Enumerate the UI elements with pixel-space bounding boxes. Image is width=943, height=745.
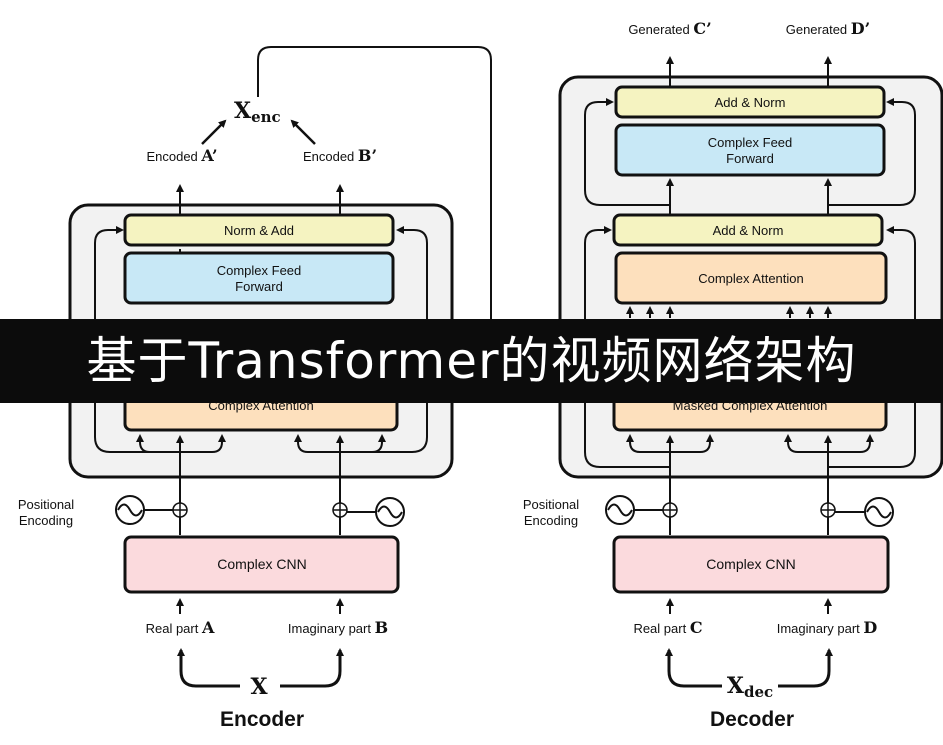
- decoder-pos-line2: Encoding: [524, 513, 578, 528]
- decoder-ff-line1: Complex Feed: [708, 135, 793, 150]
- encoder-x-label: X: [250, 674, 268, 700]
- decoder-attn-skip-right-b: [828, 434, 874, 453]
- encoder-attn-skip-left: [136, 434, 180, 453]
- decoder-residual-left-upper: [584, 98, 670, 206]
- encoder-output-b: Encoded B’: [303, 146, 377, 165]
- encoder-ff-line1: Complex Feed: [217, 263, 302, 278]
- decoder-wave-icon-d: [864, 497, 894, 527]
- decoder-attn-skip-right: [670, 434, 714, 453]
- decoder-input-d: Imaginary part D: [777, 618, 878, 637]
- encoder-to-decoder-connection: [257, 46, 492, 320]
- decoder-add-norm-top-box: [614, 85, 886, 119]
- encoder-attn-skip-right: [180, 434, 226, 453]
- encoder-wave-icon-a: [115, 495, 145, 525]
- decoder-cnn-label: Complex CNN: [706, 556, 795, 572]
- title-banner: 基于Transformer的视频网络架构: [0, 319, 943, 403]
- decoder-output-d: Generated D’: [786, 19, 871, 38]
- encoder-norm-add-label: Norm & Add: [224, 223, 294, 238]
- encoder-cnn-box: [123, 535, 400, 594]
- encoder-feed-forward-box: [123, 251, 395, 305]
- decoder-add-norm-top-label: Add & Norm: [715, 95, 786, 110]
- decoder-feed-forward-box: [614, 123, 886, 177]
- encoder-wave-icon-b: [375, 497, 405, 527]
- decoder-cnn-box: [612, 535, 890, 594]
- decoder-x-to-d: [778, 648, 833, 688]
- decoder-add-icon-d: [820, 502, 836, 518]
- decoder: Add & Norm Complex Feed Forward Add & No…: [523, 19, 943, 731]
- encoder-pos-line1: Positional: [18, 497, 74, 512]
- decoder-add-norm-mid-box: [612, 213, 884, 247]
- encoder-input-a: Real part A: [146, 618, 215, 637]
- encoder-x-to-a: [177, 648, 240, 688]
- decoder-ff-line2: Forward: [726, 151, 774, 166]
- decoder-caption: Decoder: [710, 708, 794, 731]
- encoder-output-a: Encoded A’: [146, 146, 217, 165]
- decoder-input-c: Real part C: [633, 618, 702, 637]
- decoder-attn-skip-left-b: [784, 434, 828, 453]
- encoder-add-icon-b: [332, 502, 348, 518]
- encoder-attn-skip-left-b: [294, 434, 340, 453]
- decoder-pos-line1: Positional: [523, 497, 579, 512]
- encoder-attn-skip-right-b: [340, 434, 386, 453]
- encoder-cnn-label: Complex CNN: [217, 556, 306, 572]
- decoder-attention-label: Complex Attention: [698, 271, 804, 286]
- decoder-wave-icon-c: [605, 495, 635, 525]
- encoder-caption: Encoder: [220, 708, 304, 731]
- encoder-xenc-label: Xenc: [234, 98, 281, 126]
- encoder-x-to-b: [280, 648, 344, 688]
- decoder-x-to-c: [665, 648, 722, 688]
- encoder-input-b: Imaginary part B: [288, 618, 388, 637]
- encoder-norm-add-box: [123, 213, 395, 247]
- decoder-residual-right-upper: [828, 98, 916, 206]
- encoder-add-icon-a: [172, 502, 188, 518]
- encoder-arrow-to-xenc-a: [201, 119, 227, 145]
- decoder-attention-inputs: [626, 306, 832, 318]
- encoder-pos-line2: Encoding: [19, 513, 73, 528]
- decoder-add-icon-c: [662, 502, 678, 518]
- encoder-arrow-to-xenc-b: [290, 119, 316, 145]
- decoder-attn-skip-left: [626, 434, 670, 453]
- decoder-output-c: Generated C’: [628, 19, 711, 38]
- encoder-ff-line2: Forward: [235, 279, 283, 294]
- decoder-x-label: Xdec: [727, 673, 773, 701]
- decoder-attention-box: [614, 251, 888, 305]
- decoder-add-norm-mid-label: Add & Norm: [713, 223, 784, 238]
